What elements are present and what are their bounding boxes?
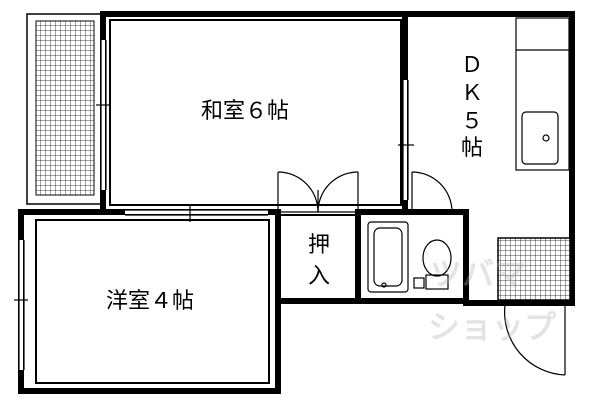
kitchen-counter bbox=[515, 17, 570, 171]
entrance-door bbox=[504, 304, 566, 376]
watermark-line2: ショップ bbox=[428, 308, 557, 346]
entrance-tile bbox=[497, 237, 571, 301]
room-label-dk-1: Ｄ bbox=[461, 53, 483, 78]
watermark-line1: ツバマ bbox=[430, 255, 526, 293]
windows bbox=[14, 40, 414, 370]
room-label-dk-3: ５ bbox=[461, 109, 483, 134]
room-label-dk-4: 帖 bbox=[461, 136, 483, 161]
bath-door bbox=[411, 171, 453, 213]
watermark: ツバマ ショップ bbox=[428, 255, 557, 346]
toilet bbox=[413, 239, 452, 290]
interior-walls bbox=[35, 19, 402, 384]
bathtub bbox=[367, 221, 409, 293]
room-label-oshiire-2: 入 bbox=[308, 264, 330, 289]
closet-doors bbox=[277, 171, 359, 213]
room-label-yoshitsu: 洋室４帖 bbox=[106, 289, 194, 314]
balcony-upper-left bbox=[26, 13, 104, 205]
room-label-oshiire-1: 押 bbox=[308, 233, 330, 258]
room-label-dk-2: Ｋ bbox=[461, 81, 483, 106]
room-label-washitsu: 和室６帖 bbox=[201, 99, 289, 124]
